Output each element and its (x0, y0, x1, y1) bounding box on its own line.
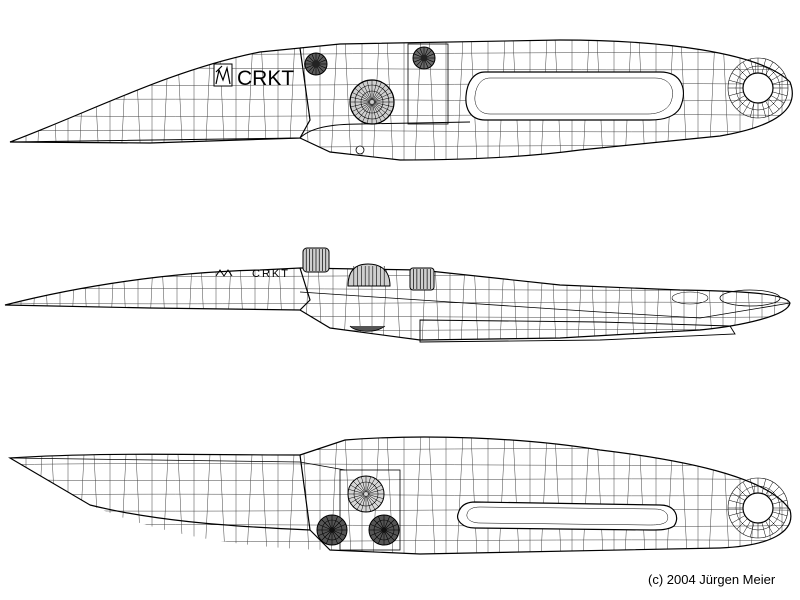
pocket-clip (419, 319, 736, 343)
blade-outline (9, 47, 311, 144)
side-view-right (8, 436, 792, 555)
handle-screw (368, 514, 400, 546)
brand-logo: CRKT (213, 63, 294, 90)
brand-logo-text: CRKT (252, 268, 290, 280)
thumb-stud (302, 247, 330, 273)
side-view-left: CRKT (9, 39, 793, 161)
blade-edge-line (9, 121, 471, 143)
pivot-screw (347, 263, 391, 287)
lanyard-hole (727, 57, 789, 119)
pivot-screw (349, 79, 395, 125)
handle-slot (465, 71, 684, 121)
brand-logo-text: CRKT (237, 67, 294, 90)
blade-outline (8, 453, 311, 531)
pivot-screw (347, 475, 385, 513)
handle-screw (412, 46, 436, 70)
blade-spine-line (9, 457, 346, 471)
handle-slot (457, 501, 678, 531)
thumb-stud (304, 52, 328, 76)
stop-pin (355, 145, 365, 155)
liner-lock-plate (407, 43, 449, 125)
lanyard-hole (671, 291, 709, 305)
side-view-right-mesh (10, 437, 791, 554)
copyright-credit: (c) 2004 Jürgen Meier (648, 572, 776, 587)
frame-lock-line (299, 291, 791, 319)
handle-slot-inner (466, 506, 669, 526)
pivot-screw-underside (349, 325, 386, 332)
handle-slot-inner (474, 77, 673, 115)
top-view: CRKT (4, 247, 791, 343)
handle-outline (299, 436, 792, 555)
handle-screw (409, 267, 435, 291)
frame-plate (339, 469, 401, 551)
lanyard-hole (727, 477, 789, 539)
handle-outline (299, 39, 793, 161)
lanyard-hole (719, 289, 781, 307)
brand-logo: CRKT (215, 268, 290, 280)
handle-screw (316, 514, 348, 546)
